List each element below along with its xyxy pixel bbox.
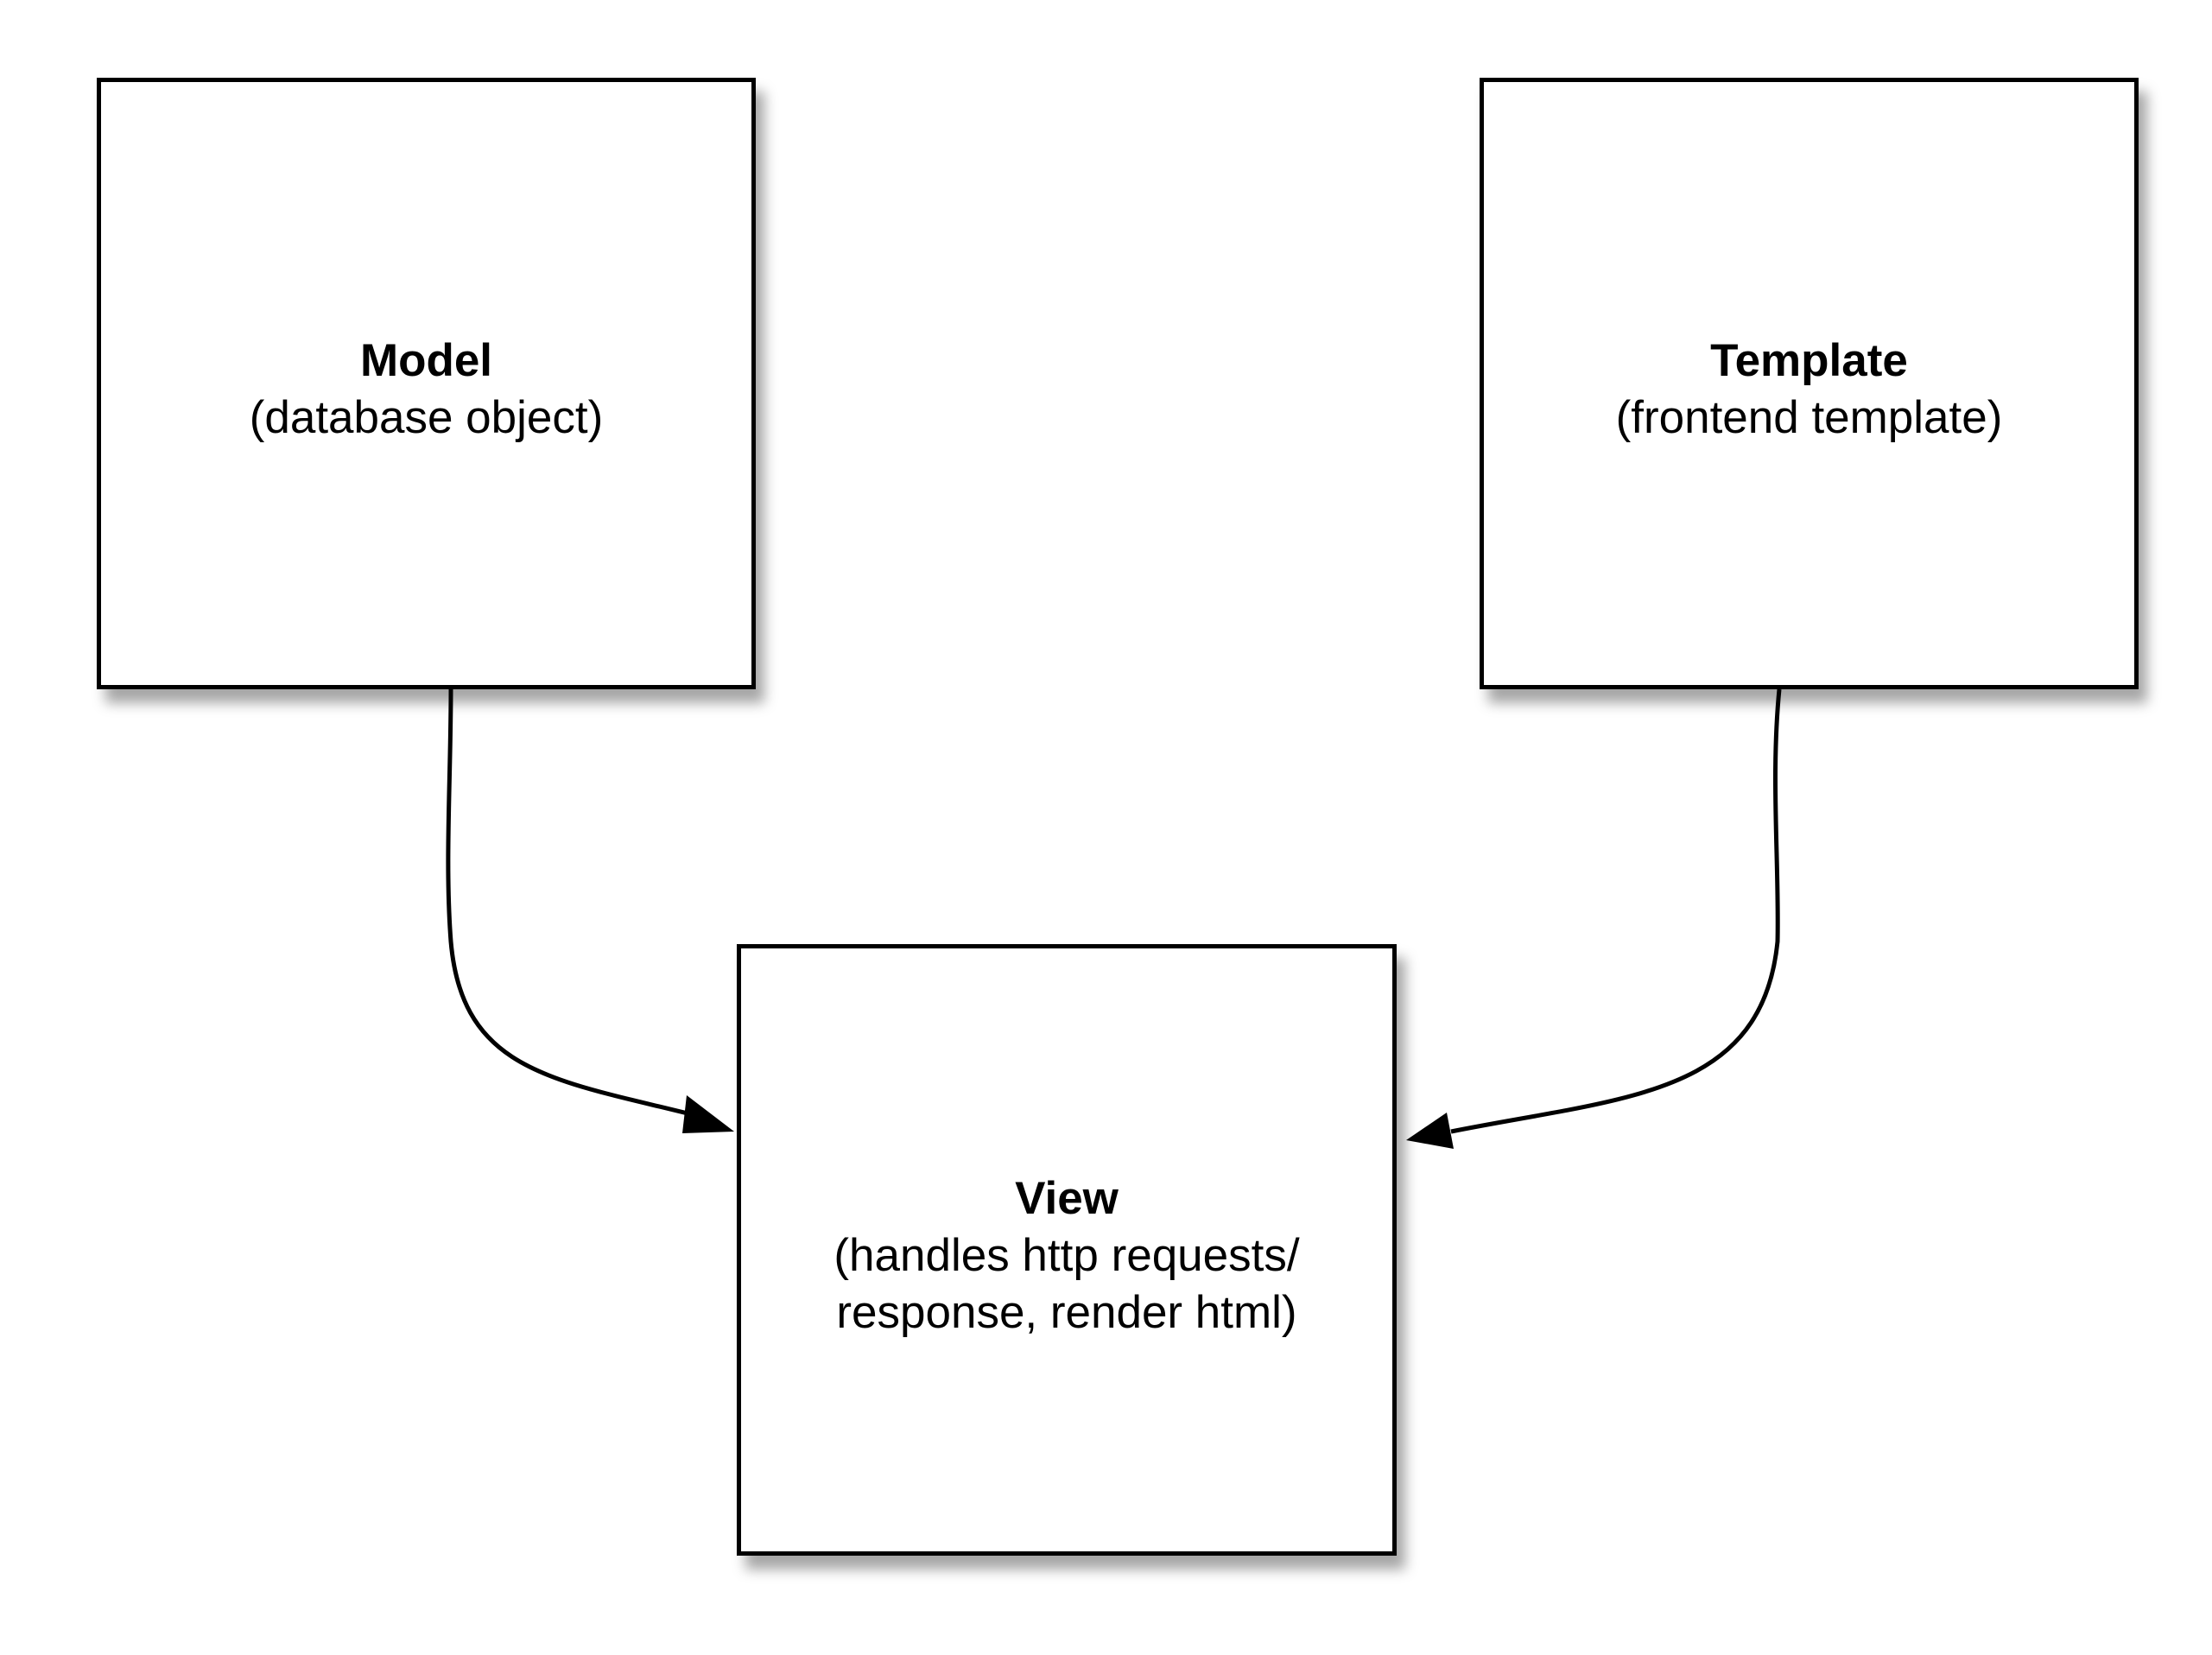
template-title: Template (1710, 335, 1908, 386)
view-title: View (1015, 1173, 1119, 1224)
template-box[interactable]: Template (frontend template) (1480, 78, 2139, 689)
edge-model-to-view (446, 688, 692, 1117)
model-title: Model (359, 335, 493, 386)
view-box[interactable]: View (handles http requests/ response, r… (737, 944, 1397, 1556)
arrowhead-template-to-view-icon (1406, 1113, 1454, 1149)
arrowhead-model-to-view-icon (682, 1095, 734, 1133)
view-description: (handles http requests/ response, render… (833, 1230, 1300, 1338)
model-description: (database object) (249, 392, 604, 443)
edge-template-to-view (1450, 688, 1782, 1134)
template-description: (frontend template) (1615, 392, 2003, 443)
model-box[interactable]: Model (database object) (97, 78, 756, 689)
